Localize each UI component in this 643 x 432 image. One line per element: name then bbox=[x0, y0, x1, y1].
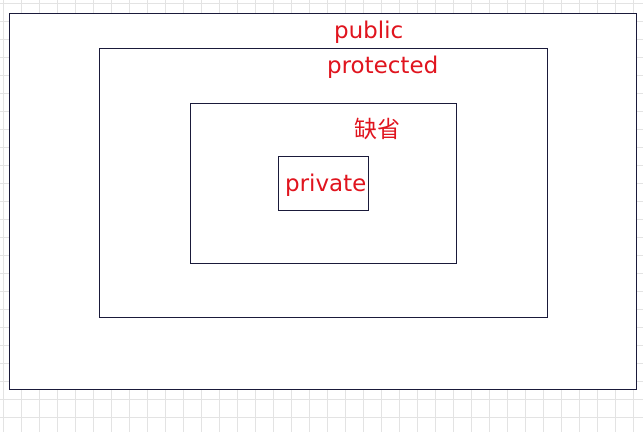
private-scope-box bbox=[278, 156, 369, 211]
default-label: 缺省 bbox=[354, 117, 400, 143]
public-label: public bbox=[334, 18, 404, 44]
private-label: private bbox=[285, 171, 367, 197]
protected-label: protected bbox=[327, 53, 439, 79]
